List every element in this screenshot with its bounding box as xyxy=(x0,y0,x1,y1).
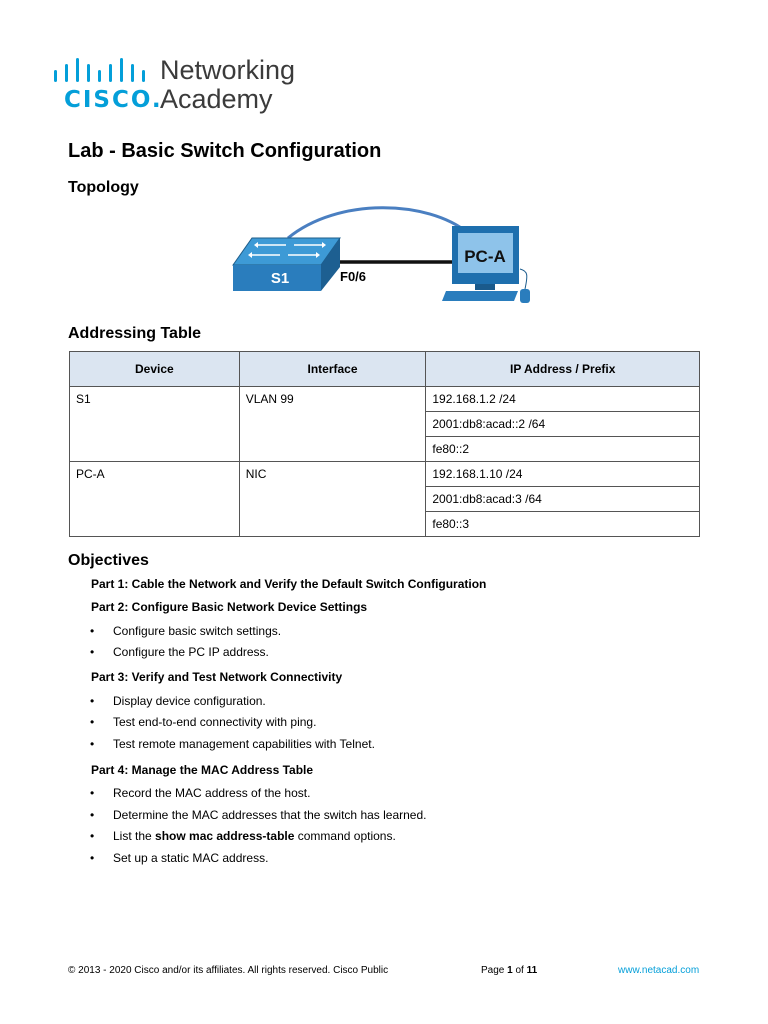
page-of-word: of xyxy=(512,965,527,976)
table-row: PC-A NIC 192.168.1.10 /24 xyxy=(69,461,700,487)
cisco-wordmark: CISCO. xyxy=(64,87,163,113)
footer-copyright: © 2013 - 2020 Cisco and/or its affiliate… xyxy=(68,965,389,976)
page-current: 1 xyxy=(507,965,513,976)
list-item-text: Record the MAC address of the host. xyxy=(113,786,311,800)
bullet-icon: • xyxy=(90,715,95,729)
device-cell-empty xyxy=(69,486,240,512)
cisco-bridge-logo-icon xyxy=(54,58,145,82)
list-item-text: Configure the PC IP address. xyxy=(113,645,269,659)
page-total: 11 xyxy=(526,965,538,976)
ip-address-cell: fe80::2 xyxy=(425,436,700,462)
list-item-text: Test end-to-end connectivity with ping. xyxy=(113,715,317,729)
list-item-text: Configure basic switch settings. xyxy=(113,624,282,638)
interface-cell-empty xyxy=(238,511,427,537)
table-row: fe80::2 xyxy=(69,436,700,462)
ip-address-cell: 192.168.1.10 /24 xyxy=(425,461,700,487)
part-3-heading: Part 3: Verify and Test Network Connecti… xyxy=(91,670,343,684)
device-cell-empty xyxy=(69,436,240,462)
interface-cell-empty xyxy=(238,411,427,437)
list-item-text: Test remote management capabilities with… xyxy=(113,737,375,751)
bullet-icon: • xyxy=(90,829,95,843)
bullet-icon: • xyxy=(90,851,95,865)
networking-academy-wordmark: Networking Academy xyxy=(160,56,295,114)
topology-heading: Topology xyxy=(68,179,139,196)
device-cell: PC-A xyxy=(69,461,240,487)
table-row: 2001:db8:acad:3 /64 xyxy=(69,486,700,512)
bullet-icon: • xyxy=(90,808,95,822)
column-header-interface: Interface xyxy=(238,351,427,387)
column-header-device: Device xyxy=(69,351,240,387)
list-item-text: Set up a static MAC address. xyxy=(113,851,269,865)
list-item-text-suffix: command options. xyxy=(294,829,396,843)
table-row: fe80::3 xyxy=(69,511,700,537)
pc-label: PC-A xyxy=(464,247,506,266)
bullet-icon: • xyxy=(90,645,95,659)
switch-label: S1 xyxy=(271,270,289,287)
device-cell: S1 xyxy=(69,386,240,412)
logo-line-1: Networking xyxy=(160,55,296,85)
switch-icon: S1 xyxy=(232,237,341,291)
logo-line-2: Academy xyxy=(160,84,273,114)
column-header-ip-address: IP Address / Prefix xyxy=(425,351,700,387)
bullet-icon: • xyxy=(90,624,95,638)
ip-address-cell: 2001:db8:acad::2 /64 xyxy=(425,411,700,437)
console-cable xyxy=(287,206,469,240)
bullet-icon: • xyxy=(90,737,95,751)
ip-address-cell: 2001:db8:acad:3 /64 xyxy=(425,486,700,512)
pc-icon: PC-A xyxy=(442,226,530,303)
addressing-table: Device Interface IP Address / Prefix S1 … xyxy=(69,351,700,537)
interface-cell: NIC xyxy=(238,461,427,487)
part-1-heading: Part 1: Cable the Network and Verify the… xyxy=(91,577,487,591)
part-2-heading: Part 2: Configure Basic Network Device S… xyxy=(91,600,368,614)
interface-cell-empty xyxy=(238,486,427,512)
footer-page-number: Page 1 of 11 xyxy=(481,965,537,977)
topology-diagram: S1 F0/6 PC-A xyxy=(232,206,530,303)
part-4-heading: Part 4: Manage the MAC Address Table xyxy=(91,763,314,777)
interface-cell-empty xyxy=(238,436,427,462)
bullet-icon: • xyxy=(90,786,95,800)
ip-address-cell: 192.168.1.2 /24 xyxy=(425,386,700,412)
addressing-table-heading: Addressing Table xyxy=(68,325,202,342)
objectives-heading: Objectives xyxy=(68,552,149,569)
bullet-icon: • xyxy=(90,694,95,708)
list-item-text: Determine the MAC addresses that the swi… xyxy=(113,808,427,822)
command-text: show mac address-table xyxy=(155,829,295,843)
table-row: 2001:db8:acad::2 /64 xyxy=(69,411,700,437)
interface-cell: VLAN 99 xyxy=(238,386,427,412)
device-cell-empty xyxy=(69,511,240,537)
list-item-text-prefix: List the xyxy=(113,829,156,843)
list-item-text: Display device configuration. xyxy=(113,694,266,708)
table-header-row: Device Interface IP Address / Prefix xyxy=(69,351,700,387)
document-title: Lab - Basic Switch Configuration xyxy=(68,140,382,162)
table-row: S1 VLAN 99 192.168.1.2 /24 xyxy=(69,386,700,412)
list-item-text: List the show mac address-table command … xyxy=(113,828,396,844)
page-word: Page xyxy=(481,965,508,976)
device-cell-empty xyxy=(69,411,240,437)
footer-website-link[interactable]: www.netacad.com xyxy=(618,965,700,976)
port-label: F0/6 xyxy=(340,269,366,284)
ip-address-cell: fe80::3 xyxy=(425,511,700,537)
